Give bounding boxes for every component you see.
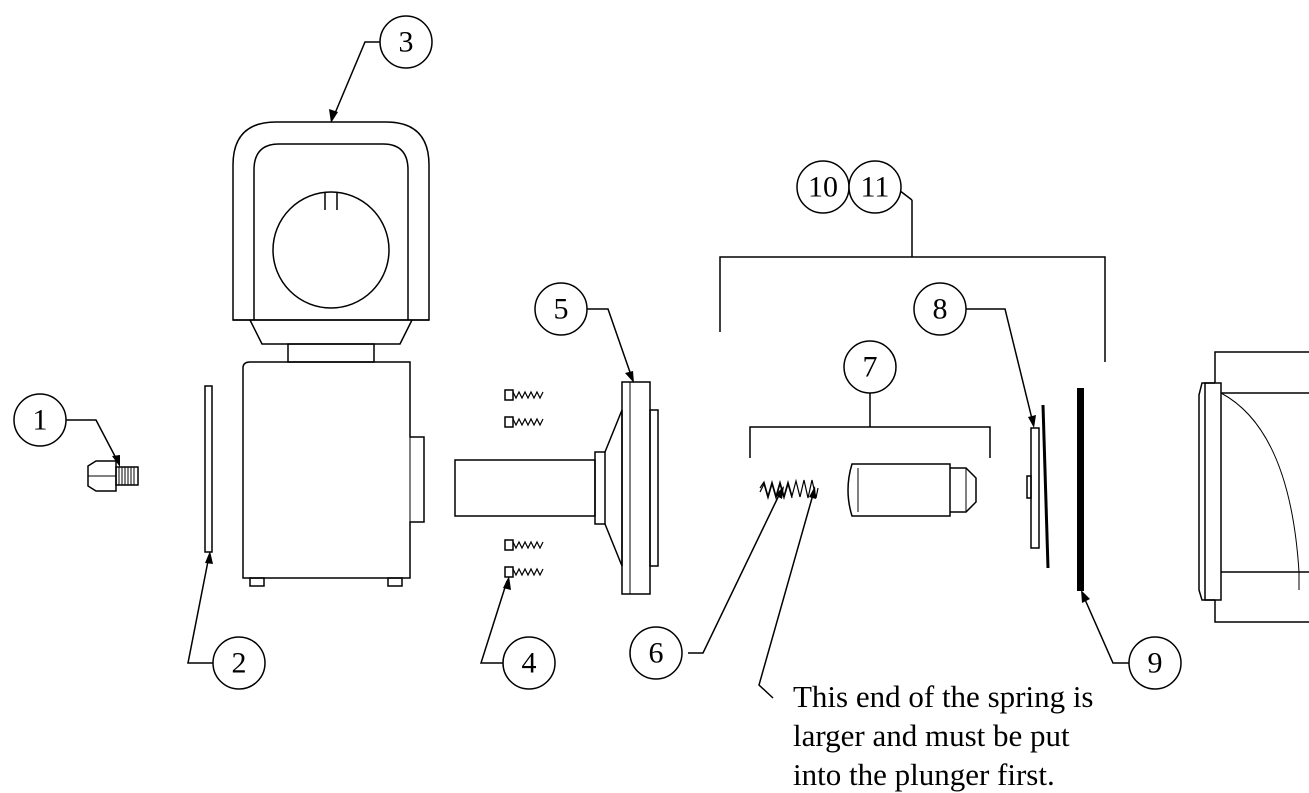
callout-9-label: 9 <box>1148 647 1163 680</box>
callout-8-label: 8 <box>933 293 948 326</box>
bracket-10-11 <box>719 186 1106 362</box>
leader-lines <box>66 41 1129 699</box>
callout-2-label: 2 <box>232 647 247 680</box>
callout-7-label: 7 <box>863 351 878 384</box>
spring-note: This end of the spring is larger and mus… <box>793 679 1094 792</box>
callout-5: 5 <box>534 282 588 336</box>
note-line-3: into the plunger first. <box>793 757 1055 792</box>
callout-4-label: 4 <box>522 647 537 680</box>
callout-8: 8 <box>913 282 967 336</box>
part-9-seal <box>1077 388 1084 591</box>
callout-5-label: 5 <box>554 293 569 326</box>
note-line-1: This end of the spring is <box>793 679 1094 714</box>
part-8-diaphragm <box>1026 404 1050 569</box>
bracket-7 <box>749 393 991 458</box>
callout-3-label: 3 <box>399 26 414 59</box>
callout-10-label: 10 <box>808 171 838 204</box>
note-line-2: larger and must be put <box>793 718 1070 753</box>
part-2-gasket <box>204 385 213 553</box>
callout-6: 6 <box>629 626 683 680</box>
callout-1: 1 <box>13 393 67 447</box>
callout-4: 4 <box>502 636 556 690</box>
callout-9: 9 <box>1128 636 1182 690</box>
part-4-screws <box>504 389 544 578</box>
callout-6-label: 6 <box>649 637 664 670</box>
part-1-bolt <box>87 460 139 492</box>
plunger <box>847 463 977 517</box>
valve-body <box>1198 351 1309 623</box>
part-6-spring <box>759 478 819 501</box>
callout-11: 11 <box>848 160 902 214</box>
callout-11-label: 11 <box>861 171 890 204</box>
callout-10: 10 <box>796 160 850 214</box>
part-3-handle <box>232 121 430 363</box>
part-5-bonnet <box>454 381 659 595</box>
callout-7: 7 <box>843 340 897 394</box>
housing-body <box>242 361 425 587</box>
callout-1-label: 1 <box>33 404 48 437</box>
callout-2: 2 <box>212 636 266 690</box>
callout-3: 3 <box>379 15 433 69</box>
